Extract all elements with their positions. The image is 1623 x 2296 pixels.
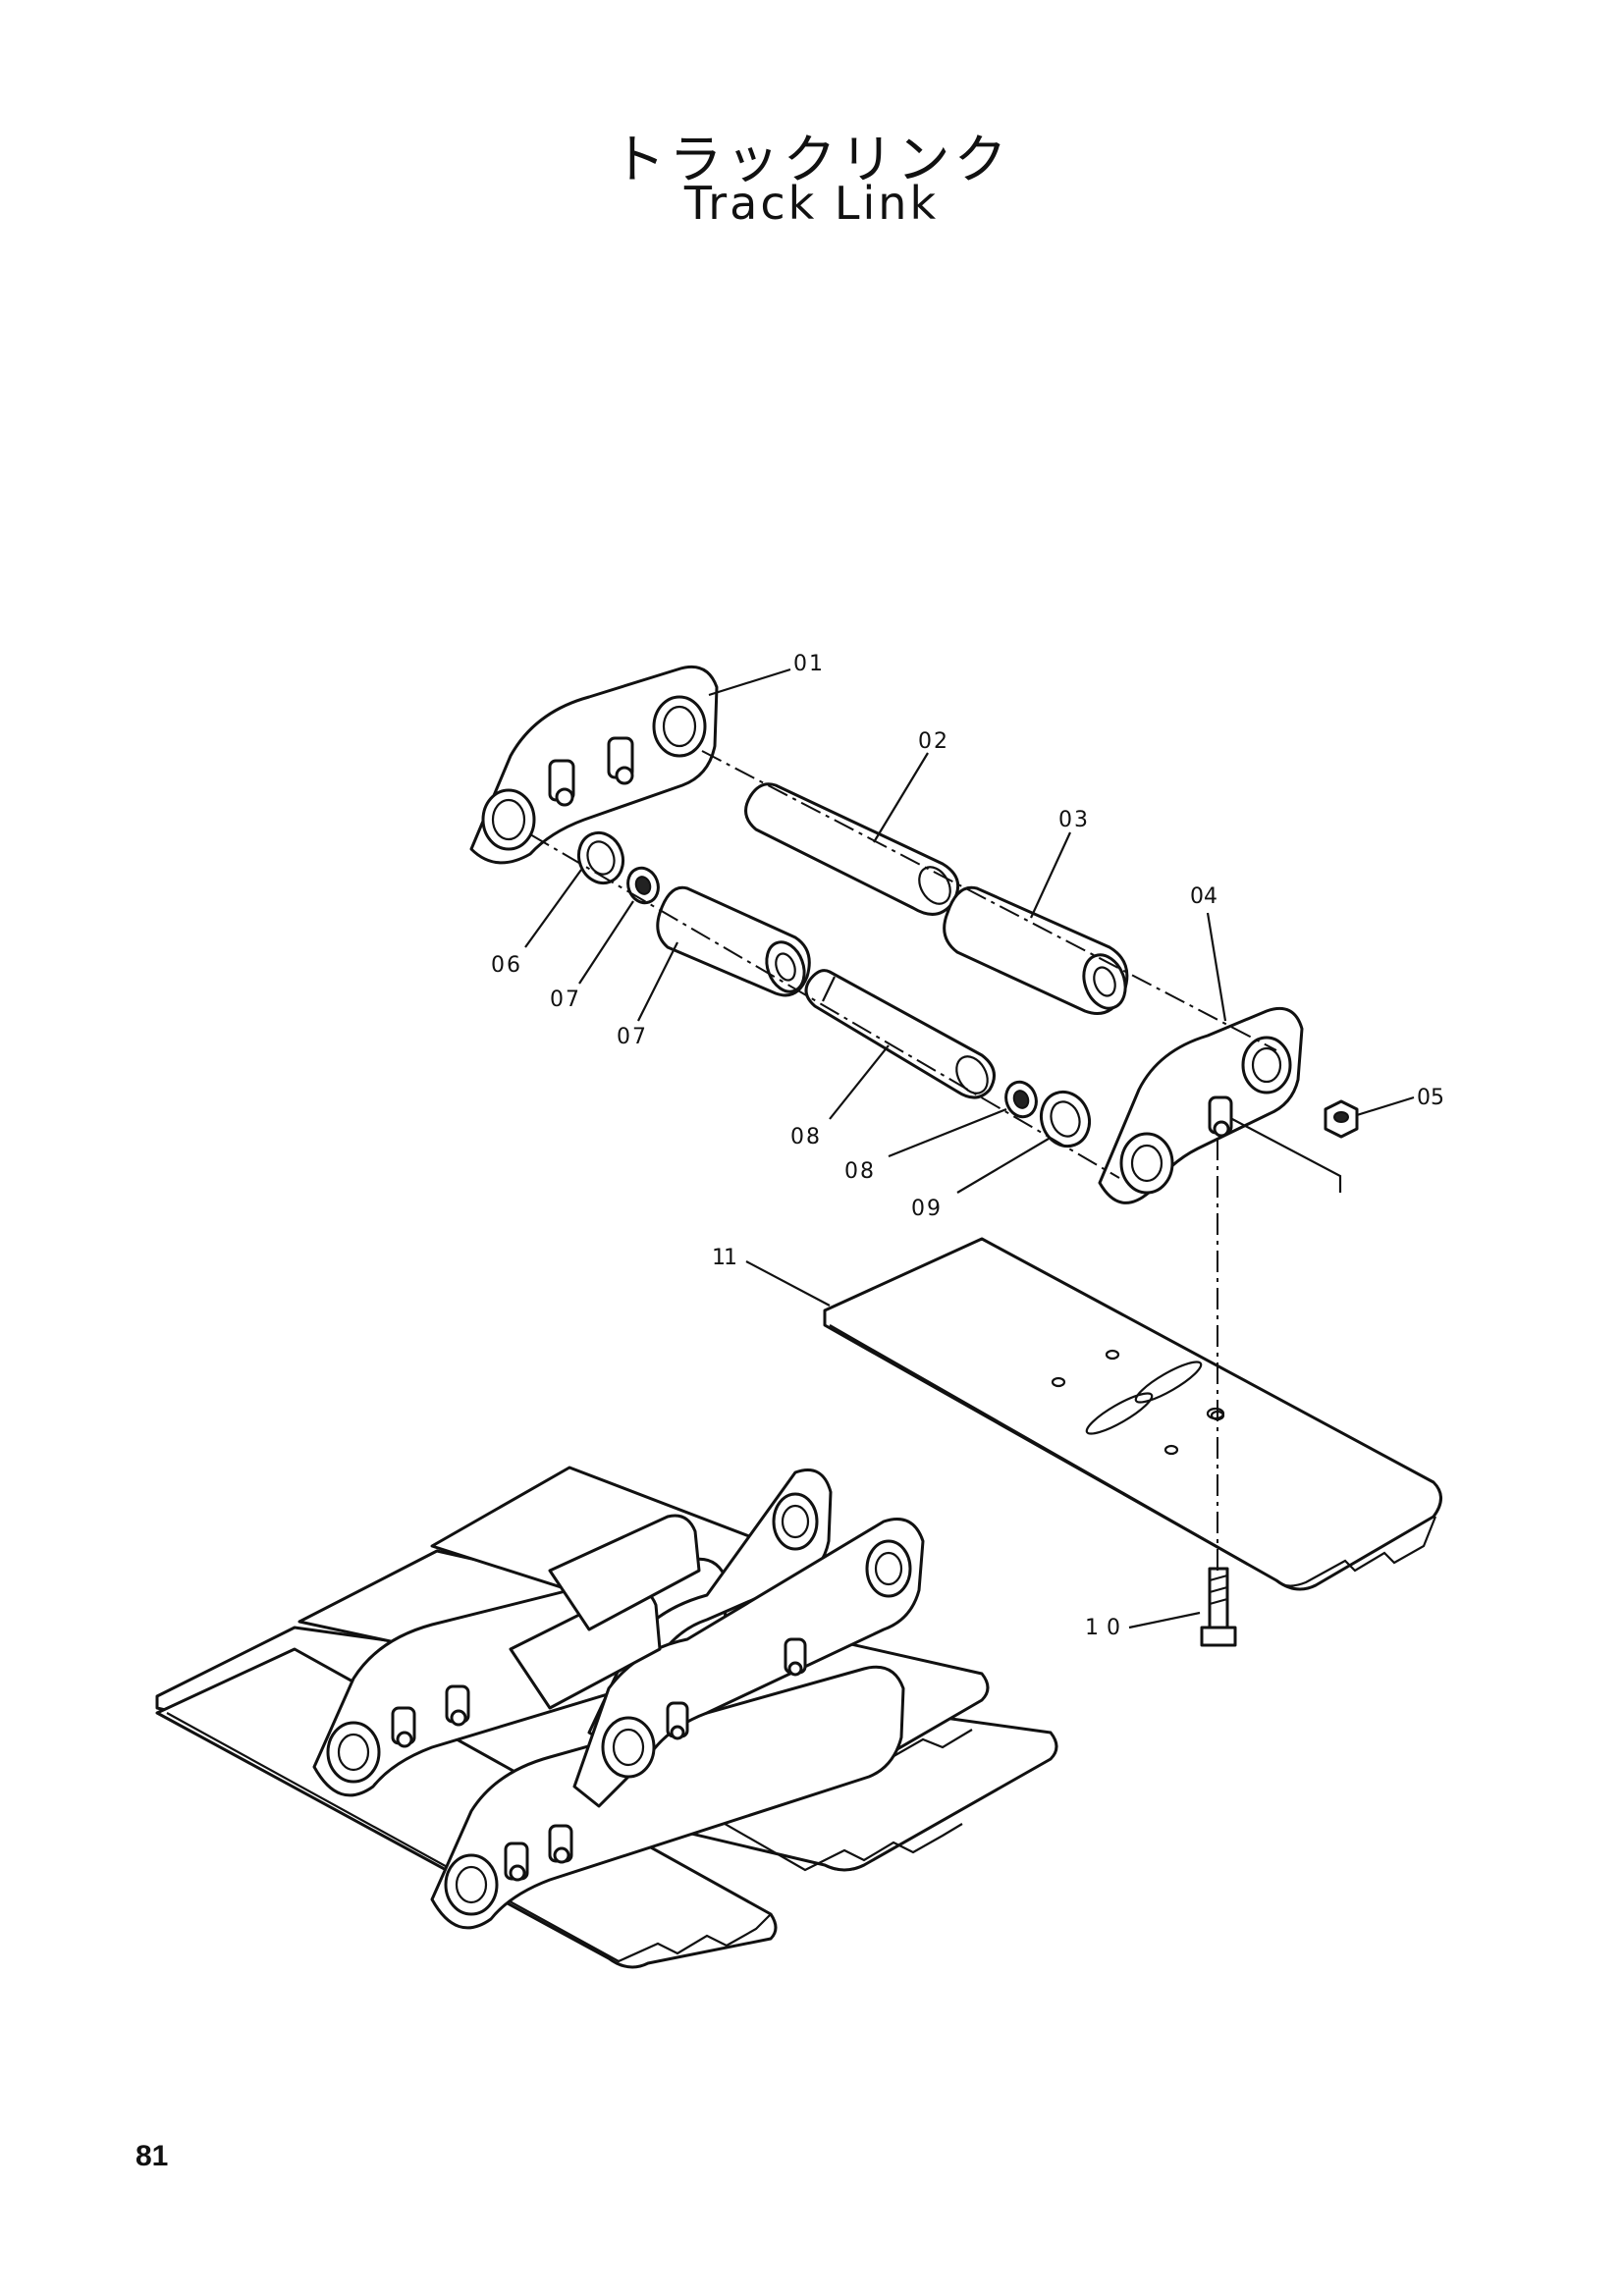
callout-08-upper: 06 bbox=[491, 953, 520, 978]
seal-07-lower bbox=[1004, 1080, 1038, 1119]
callout-04: 03 bbox=[1058, 808, 1088, 832]
callout-08-lower: 09 bbox=[911, 1197, 941, 1221]
assembled-track bbox=[155, 1466, 1058, 1969]
bolt-09 bbox=[1200, 1567, 1237, 1647]
seal-ring-08-upper bbox=[576, 830, 625, 885]
bushing-06 bbox=[656, 885, 811, 997]
callout-09: 10 bbox=[1085, 1616, 1120, 1640]
title-english: Track Link bbox=[683, 177, 940, 230]
callout-03: 02 bbox=[918, 729, 947, 754]
callout-11: 11 bbox=[712, 1246, 737, 1270]
center-lines bbox=[529, 750, 1342, 1571]
track-shoe-11 bbox=[823, 1237, 1442, 1591]
title-japanese: トラックリンク bbox=[612, 129, 1011, 190]
callout-02: 01 bbox=[793, 652, 823, 676]
pin-03 bbox=[744, 782, 960, 916]
nut-10 bbox=[1324, 1099, 1359, 1139]
pin-05 bbox=[804, 969, 996, 1099]
page-number: 81 bbox=[135, 2140, 169, 2172]
seal-ring-08-lower bbox=[1039, 1090, 1092, 1148]
seal-07-upper bbox=[626, 866, 660, 905]
track-link-01 bbox=[1098, 1006, 1304, 1204]
bushing-04 bbox=[943, 885, 1129, 1015]
callout-05: 08 bbox=[790, 1125, 820, 1149]
callout-07-upper: 07 bbox=[550, 988, 579, 1012]
track-link-02 bbox=[469, 665, 719, 865]
callout-07-lower: 08 bbox=[844, 1159, 874, 1184]
callout-01: 04 bbox=[1190, 884, 1217, 909]
callout-10: 05 bbox=[1417, 1086, 1444, 1110]
callout-06: 07 bbox=[617, 1025, 646, 1049]
